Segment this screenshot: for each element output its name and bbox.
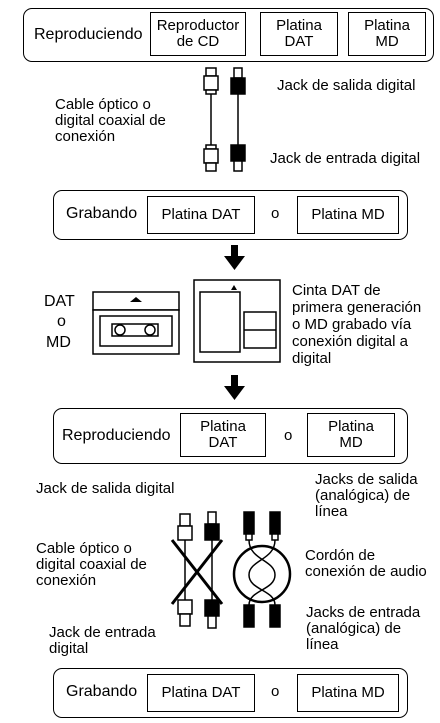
media-description: Cinta DAT de primera generación o MD gra… — [292, 282, 422, 367]
or-media-label: o — [57, 313, 66, 330]
audio-cord-label: Cordón de conexión de audio — [305, 547, 427, 580]
dat-media-label: DAT — [44, 293, 75, 310]
md-deck-box: Platina MD — [297, 674, 399, 712]
recording-label: Grabando — [66, 205, 138, 222]
dat-deck-box: Platina DAT — [180, 413, 266, 457]
or-label: o — [284, 427, 293, 444]
analog-input-jacks-label: Jacks de entrada (analógica) de línea — [306, 604, 421, 653]
digital-input-jack-label: Jack de entrada digital — [270, 150, 421, 167]
down-arrow-icon — [224, 375, 245, 400]
highlight-circle — [232, 544, 292, 604]
md-deck-box: Platina MD — [297, 196, 399, 234]
dat-deck-box: Platina DAT — [147, 674, 255, 712]
digital-input-jack-label: Jack de entrada digital — [49, 624, 156, 657]
dat-deck-box: Platina DAT — [147, 196, 255, 234]
or-label: o — [271, 683, 280, 700]
playback-label: Reproduciendo — [34, 26, 143, 43]
down-arrow-icon — [224, 245, 245, 270]
cross-icon — [170, 539, 224, 605]
md-media-label: MD — [46, 334, 71, 351]
md-deck-box: Platina MD — [348, 12, 426, 56]
md-deck-box: Platina MD — [307, 413, 395, 457]
or-label: o — [271, 205, 280, 222]
analog-output-jacks-label: Jacks de salida (analógica) de línea — [315, 471, 418, 520]
dat-deck-box: Platina DAT — [260, 12, 338, 56]
cd-player-box: Reproductor de CD — [150, 12, 246, 56]
recording-label: Grabando — [66, 683, 138, 700]
optical-cable-label: Cable óptico o digital coaxial de conexi… — [36, 540, 147, 589]
digital-output-jack-label: Jack de salida digital — [277, 77, 416, 94]
cable-label: Cable óptico o digital coaxial de conexi… — [55, 96, 166, 145]
digital-output-jack-label: Jack de salida digital — [36, 480, 175, 497]
playback-label: Reproduciendo — [62, 427, 171, 444]
